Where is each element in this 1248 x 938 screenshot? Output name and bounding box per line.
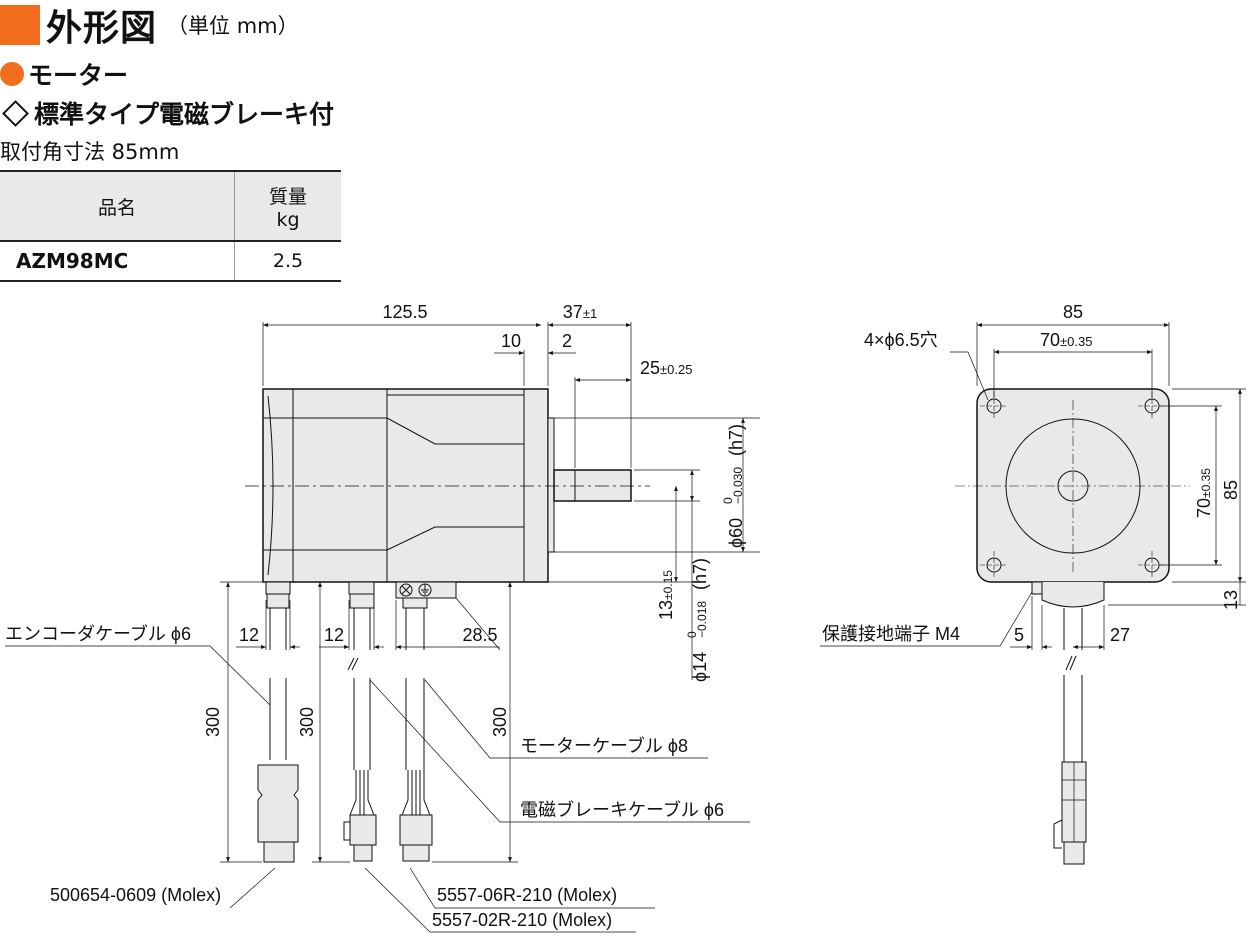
svg-text:0: 0 — [721, 497, 735, 504]
type-heading: 標準タイプ電磁ブレーキ付 — [0, 95, 334, 131]
svg-text:(h7): (h7) — [726, 424, 746, 456]
screw-icon — [399, 583, 413, 597]
motor-cable-boot — [402, 597, 428, 609]
col-mass-label: 質量 — [268, 185, 307, 208]
ground-icon — [421, 584, 429, 595]
label-ground-terminal: 保護接地端子 M4 — [822, 624, 960, 644]
front-connector-latch — [1053, 819, 1063, 849]
dim-hole-pitch-y: 70±0.35 — [1194, 468, 1214, 518]
motor-connector — [399, 814, 433, 846]
cable-gland — [348, 581, 375, 595]
brake-connector-tip — [353, 844, 373, 862]
hole-center-marks — [980, 392, 1166, 579]
svg-text:(h7): (h7) — [690, 558, 710, 590]
body-rib — [386, 526, 524, 551]
encoder-connector-tip — [263, 841, 295, 863]
table-row: AZM98MC 2.5 — [0, 241, 341, 282]
svg-text:13±0.15: 13±0.15 — [656, 570, 676, 620]
svg-text:0: 0 — [685, 631, 699, 638]
motor-wires — [401, 770, 431, 816]
brake-latch — [343, 821, 350, 841]
category-heading: モーター — [0, 56, 128, 92]
label-conn-encoder: 500654-0609 (Molex) — [50, 885, 221, 905]
orange-square-icon — [0, 5, 40, 45]
label-brake-cable: 電磁ブレーキケーブル ϕ6 — [520, 799, 724, 820]
dim-shaft-len: 25±0.25 — [640, 358, 692, 378]
pilot-boss — [547, 417, 555, 553]
encoder-cable-boot — [266, 593, 290, 609]
brake-connector — [349, 814, 377, 846]
col-mass-unit: kg — [276, 208, 300, 231]
dim-shaft-ext: 37±1 — [563, 302, 597, 322]
motor-connector-tip — [402, 844, 430, 862]
break-mark — [347, 657, 359, 671]
product-mass: 2.5 — [234, 241, 341, 282]
dim-cable-28-5: 28.5 — [462, 625, 497, 645]
dim-flange-2: 2 — [562, 331, 572, 351]
motor-shaft — [553, 469, 632, 502]
type-label: 標準タイプ電磁ブレーキ付 — [34, 100, 335, 129]
front-view — [955, 388, 1190, 865]
ground-terminal — [1031, 581, 1043, 595]
side-dimensions — [5, 322, 760, 933]
dim-shaft-height: 13±0.15 — [656, 570, 676, 620]
dim-cable-12a: 12 — [239, 625, 259, 645]
dim-front-width: 85 — [1063, 302, 1083, 322]
section-heading: 外形図 （単位 mm） — [0, 2, 299, 49]
label-encoder-cable: エンコーダケーブル ϕ6 — [5, 623, 191, 644]
svg-text:−0.030: −0.030 — [731, 467, 745, 504]
cable-outlet — [1041, 582, 1105, 608]
brake-cable-boot — [349, 593, 375, 609]
front-connector-detail — [1062, 762, 1086, 842]
svg-text:ϕ14: ϕ14 — [690, 652, 710, 682]
orange-dot-icon — [0, 62, 24, 86]
svg-text:−0.018: −0.018 — [695, 601, 709, 638]
break-mask — [1058, 654, 1090, 671]
dim-front-5: 5 — [1014, 625, 1024, 645]
dim-shaft-dia: ϕ14 0 −0.018 (h7) — [685, 558, 710, 682]
front-dimensions — [820, 322, 1246, 650]
dim-hole-pitch-x: 70±0.35 — [1040, 330, 1092, 350]
label-conn-brake: 5557-02R-210 (Molex) — [432, 910, 612, 930]
unit-label: （単位 mm） — [167, 14, 299, 38]
cable-gland — [265, 581, 291, 595]
body-rib — [386, 417, 524, 445]
brake-cable — [353, 608, 371, 770]
front-cable — [1063, 608, 1083, 762]
screw-icon — [401, 585, 411, 595]
page-title: 外形図 — [46, 8, 158, 49]
dim-pilot: ϕ60 0 −0.030 (h7) — [721, 424, 746, 548]
break-mask — [262, 655, 430, 673]
break-mark — [1065, 655, 1077, 671]
category-label: モーター — [28, 61, 129, 90]
rear-cover-curve — [267, 395, 274, 576]
product-name: AZM98MC — [0, 241, 235, 282]
dim-front-height: 85 — [1221, 480, 1241, 500]
label-motor-cable: モーターケーブル ϕ8 — [520, 735, 688, 756]
dim-front-13: 13 — [1221, 590, 1241, 610]
side-view — [245, 388, 650, 863]
dim-overall-length: 125.5 — [382, 302, 427, 322]
dim-front-27: 27 — [1110, 625, 1130, 645]
spec-table: 品名 質量 kg AZM98MC 2.5 — [0, 170, 341, 282]
col-header-mass: 質量 kg — [234, 170, 341, 242]
svg-text:ϕ60: ϕ60 — [726, 518, 746, 548]
dim-length-300c: 300 — [490, 707, 510, 737]
mount-size: 取付角寸法 85mm — [0, 140, 180, 164]
motor-cable — [405, 608, 425, 770]
front-connector-tip — [1063, 841, 1085, 865]
label-conn-motor: 5557-06R-210 (Molex) — [437, 885, 617, 905]
dim-length-300b: 300 — [297, 707, 317, 737]
brake-wires — [349, 770, 375, 816]
dim-flange-10: 10 — [501, 331, 521, 351]
encoder-connector — [257, 764, 299, 843]
dim-length-300a: 300 — [203, 707, 223, 737]
label-mount-holes: 4×ϕ6.5穴 — [864, 330, 938, 350]
encoder-cable — [269, 608, 287, 760]
dim-cable-12b: 12 — [324, 625, 344, 645]
col-header-name: 品名 — [0, 170, 235, 242]
